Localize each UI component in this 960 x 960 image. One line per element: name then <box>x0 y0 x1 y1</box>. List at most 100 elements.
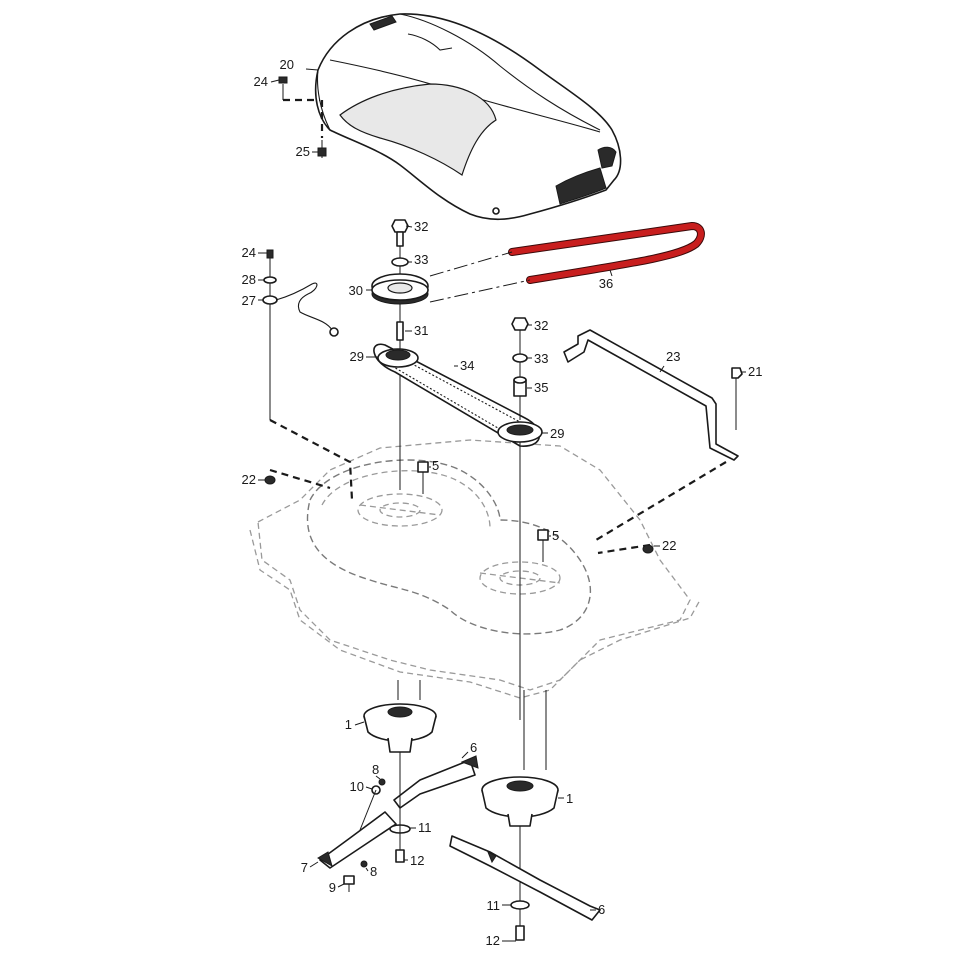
callout-number: 6 <box>598 902 605 917</box>
callout-number: 21 <box>748 364 762 379</box>
callout-number: 33 <box>414 252 428 267</box>
callout-c32b: 32 <box>527 318 548 333</box>
callout-leader <box>405 225 413 228</box>
callout-number: 23 <box>666 349 680 364</box>
callout-number: 32 <box>414 219 428 234</box>
callout-number: 20 <box>280 57 294 72</box>
callout-leader <box>609 269 613 277</box>
callout-c6b: 6 <box>590 902 605 917</box>
idler-stack <box>511 317 529 420</box>
callout-number: 32 <box>534 318 548 333</box>
spindle-1-left <box>363 680 437 753</box>
callout-number: 24 <box>242 245 256 260</box>
pulley-29-right <box>497 421 543 720</box>
bolt-21 <box>731 367 743 430</box>
callout-number: 12 <box>410 853 424 868</box>
callout-c24a: 24 <box>254 74 280 89</box>
callout-number: 6 <box>470 740 477 755</box>
callout-number: 30 <box>349 283 363 298</box>
callout-number: 31 <box>414 323 428 338</box>
callout-c25: 25 <box>296 144 318 159</box>
callout-number: 36 <box>599 276 613 291</box>
callout-leader <box>354 721 365 726</box>
callout-number: 24 <box>254 74 268 89</box>
callout-c24b: 24 <box>242 245 267 260</box>
blade-6-right <box>449 835 601 921</box>
callout-c20: 20 <box>280 57 319 72</box>
callout-c12b: 12 <box>486 933 516 948</box>
callout-c1a: 1 <box>345 717 365 732</box>
callout-number: 9 <box>329 880 336 895</box>
callout-number: 34 <box>460 358 474 373</box>
callout-number: 29 <box>350 349 364 364</box>
callout-number: 29 <box>550 426 564 441</box>
callout-c28: 28 <box>242 272 264 287</box>
callout-number: 8 <box>370 864 377 879</box>
callout-number: 33 <box>534 351 548 366</box>
callout-c36: 36 <box>599 269 613 291</box>
callout-number: 10 <box>350 779 364 794</box>
callout-number: 35 <box>534 380 548 395</box>
bolt-5-left <box>417 461 429 494</box>
callout-leader <box>337 883 345 888</box>
callout-number: 7 <box>301 860 308 875</box>
callout-leader <box>659 365 665 373</box>
belt-cover <box>314 13 622 221</box>
callout-c8b: 8 <box>365 864 377 879</box>
callout-c11a: 11 <box>410 820 432 835</box>
callout-number: 1 <box>345 717 352 732</box>
callout-c11b: 11 <box>487 898 511 913</box>
callout-number: 11 <box>418 820 432 835</box>
callout-c10: 10 <box>350 779 373 794</box>
nut-22-left <box>264 475 276 485</box>
callout-c5a: 5 <box>429 458 439 473</box>
blade-6-left <box>393 755 479 809</box>
callout-c35: 35 <box>527 380 548 395</box>
callout-c27: 27 <box>242 293 263 308</box>
blade-hardware-left <box>343 752 411 892</box>
callout-c5b: 5 <box>549 528 559 543</box>
callout-c9: 9 <box>329 880 345 895</box>
callout-c6a: 6 <box>461 740 477 759</box>
pulley-stack-upper <box>371 219 429 490</box>
blade-7 <box>317 811 397 869</box>
callout-number: 27 <box>242 293 256 308</box>
callout-number: 25 <box>296 144 310 159</box>
callout-number: 28 <box>242 272 256 287</box>
callout-c32a: 32 <box>405 219 428 234</box>
callout-leader <box>309 861 319 868</box>
spring-27 <box>262 249 339 420</box>
blade-hardware-right <box>510 900 530 941</box>
callout-number: 8 <box>372 762 379 777</box>
mower-deck <box>249 439 701 699</box>
callout-c7: 7 <box>301 860 319 875</box>
assembly-lines <box>269 419 727 555</box>
callout-c22a: 22 <box>242 472 265 487</box>
callout-c21: 21 <box>742 364 762 379</box>
callout-leader <box>305 68 319 71</box>
callout-c33a: 33 <box>408 252 428 267</box>
callout-leader <box>270 79 280 83</box>
callout-number: 5 <box>432 458 439 473</box>
callout-c33b: 33 <box>527 351 548 366</box>
callout-c1b: 1 <box>558 791 573 806</box>
callout-leader <box>461 751 469 759</box>
deck-belt-36 <box>429 222 705 303</box>
callout-c12a: 12 <box>404 853 424 868</box>
callout-leader <box>365 867 369 872</box>
callout-number: 22 <box>242 472 256 487</box>
callout-c30: 30 <box>349 283 372 298</box>
callout-layer: 20 24 25 32 33 30 36 24 28 27 31 32 33 29 34 35 23 21 29 22… <box>242 57 763 948</box>
callout-number: 11 <box>487 898 501 913</box>
callout-c31: 31 <box>405 323 428 338</box>
callout-c29b: 29 <box>542 426 564 441</box>
nut-22-right <box>642 544 654 554</box>
pulley-29-left <box>377 348 419 368</box>
callout-leader <box>365 786 373 790</box>
callout-number: 22 <box>662 538 676 553</box>
callout-c34: 34 <box>454 358 474 373</box>
callout-c29a: 29 <box>350 349 378 364</box>
spindle-1-right <box>481 690 559 930</box>
